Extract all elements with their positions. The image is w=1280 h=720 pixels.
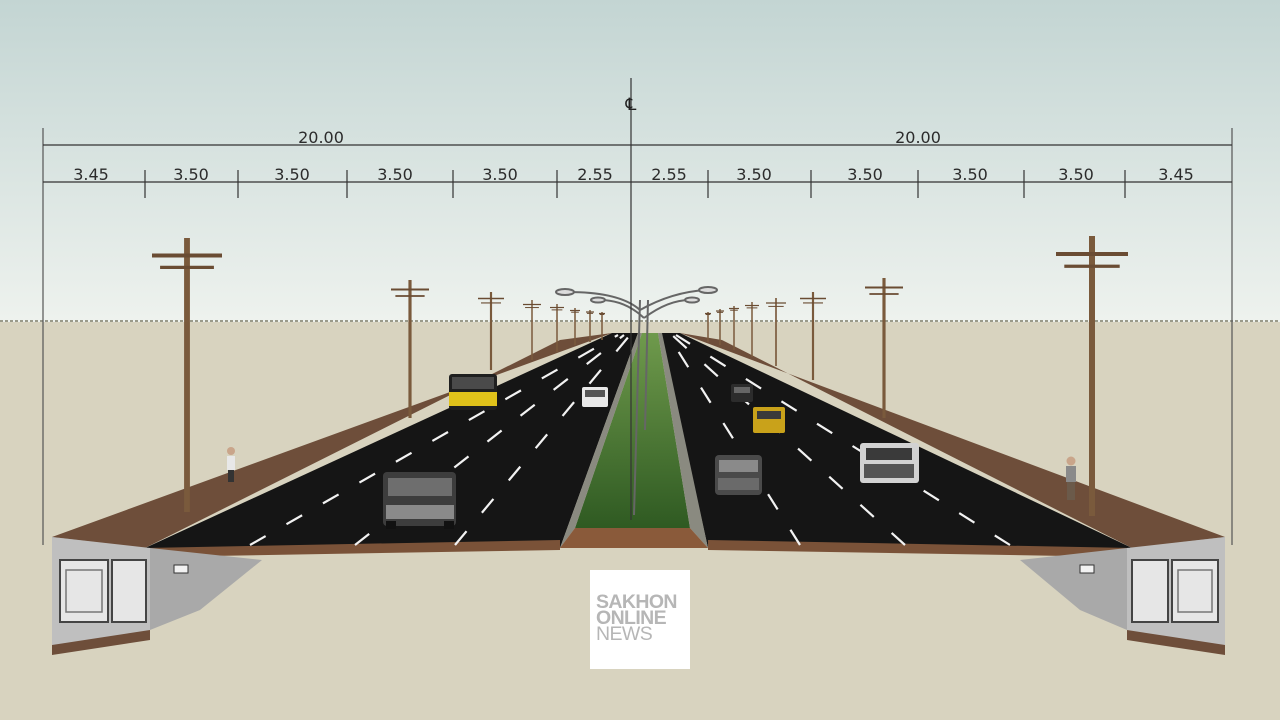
segment-label-right-lane-1: 3.50 <box>736 165 772 184</box>
pedestrian-left <box>227 447 235 482</box>
segment-width-labels: 3.45 3.50 3.50 3.50 3.50 2.55 2.55 3.50 3.50 3.50… <box>73 165 1194 184</box>
median-street-lights <box>555 286 718 516</box>
median-curb-right <box>658 333 708 548</box>
utility-pole <box>716 309 724 345</box>
utility-pole <box>800 292 826 380</box>
segment-label-right-lane-4: 3.50 <box>1058 165 1094 184</box>
segment-label-right-sidewalk: 3.45 <box>1158 165 1194 184</box>
total-width-left: 20.00 <box>298 128 344 147</box>
utility-pole <box>152 238 222 512</box>
centerline-symbol: ℄ <box>625 95 637 115</box>
segment-label-right-median: 2.55 <box>651 165 687 184</box>
pedestrian-right <box>1066 456 1076 500</box>
median-grass <box>575 333 690 528</box>
segment-label-right-lane-2: 3.50 <box>847 165 883 184</box>
left-box-culvert <box>52 537 262 655</box>
dark-car-right <box>731 384 753 402</box>
lane-dash-line <box>454 334 631 546</box>
logo-line-1: SAKHON <box>596 591 678 613</box>
segment-label-left-lane-2: 3.50 <box>274 165 310 184</box>
utility-pole <box>705 312 711 342</box>
segment-label-left-lane-1: 3.50 <box>173 165 209 184</box>
yellow-taxi <box>753 407 785 433</box>
sakhon-online-news-logo: SAKHON ONLINE NEWS <box>590 570 690 669</box>
utility-pole <box>523 300 541 360</box>
right-slab-edge <box>708 540 1132 557</box>
utility-pole <box>865 278 903 418</box>
dimension-ticks <box>144 170 1126 198</box>
suv-right <box>715 455 762 495</box>
lane-dash-line <box>249 334 619 546</box>
van <box>383 472 456 529</box>
utility-pole <box>1056 236 1128 516</box>
right-box-culvert <box>1020 537 1225 655</box>
utility-pole <box>766 298 786 366</box>
segment-label-left-sidewalk: 3.45 <box>73 165 109 184</box>
utility-pole <box>745 302 759 357</box>
segment-label-left-median: 2.55 <box>577 165 613 184</box>
utility-poles <box>152 236 1128 516</box>
left-carriageway <box>145 333 638 548</box>
logo-line-3: NEWS <box>596 623 653 645</box>
sky <box>0 0 1280 322</box>
utility-pole <box>570 308 580 345</box>
utility-pole <box>599 312 605 340</box>
utility-pole <box>391 280 429 418</box>
right-carriageway <box>660 333 1132 548</box>
utility-pole <box>550 304 564 352</box>
pickup-truck <box>860 443 919 483</box>
utility-pole <box>729 306 739 350</box>
segment-label-left-lane-4: 3.50 <box>482 165 518 184</box>
segment-label-left-lane-3: 3.50 <box>377 165 413 184</box>
left-sidewalk <box>52 333 612 548</box>
median-base <box>560 528 708 548</box>
utility-pole <box>586 310 594 342</box>
utility-pole <box>478 292 504 370</box>
dimension-lines <box>43 78 1232 520</box>
white-car-left <box>582 387 608 407</box>
logo-line-2: ONLINE <box>596 607 667 629</box>
total-width-right: 20.00 <box>895 128 941 147</box>
median-curb-left <box>560 333 642 548</box>
bus <box>449 374 497 410</box>
right-sidewalk <box>680 333 1225 548</box>
segment-label-right-lane-3: 3.50 <box>952 165 988 184</box>
lane-dash-line <box>671 334 906 546</box>
